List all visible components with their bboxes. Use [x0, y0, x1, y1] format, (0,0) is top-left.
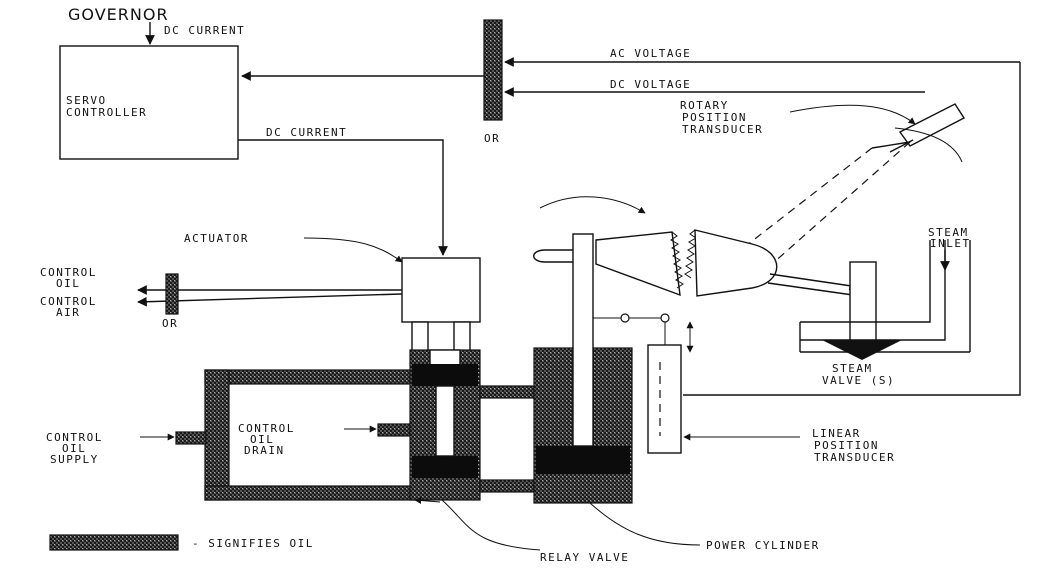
steam-valve-stem	[849, 261, 877, 345]
linkage-pivot-right	[660, 313, 670, 323]
steam-valve-label-1: STEAM	[832, 362, 873, 375]
dc-voltage-label: DC VOLTAGE	[610, 78, 691, 91]
valve-arm-top	[769, 273, 866, 289]
rotary-label-3: TRANSDUCER	[682, 123, 763, 136]
linear-linkage	[593, 317, 666, 345]
oil-supply-label-3: SUPPLY	[50, 453, 99, 466]
rotary-label-1: ROTARY	[680, 99, 729, 112]
power-cylinder-label: POWER CYLINDER	[706, 539, 820, 552]
ac-voltage-label: AC VOLTAGE	[610, 47, 691, 60]
linkage-cap	[871, 141, 911, 149]
cam-sector	[694, 229, 778, 297]
rotary-label-2: POSITION	[682, 111, 747, 124]
steam-valve-plug	[822, 340, 902, 360]
actuator-stem-right	[453, 321, 471, 353]
or-top-label: OR	[484, 132, 500, 145]
oil-supply-label-2: OIL	[62, 442, 86, 455]
linear-label-3: TRANSDUCER	[814, 451, 895, 464]
linkage-dashed-left	[737, 147, 873, 253]
manifold-bottom	[204, 485, 416, 501]
linear-transducer-body	[647, 344, 682, 454]
relay-spool-bottom	[412, 456, 478, 478]
relay-spool-rod	[435, 385, 455, 457]
rotary-transducer-head	[898, 103, 966, 147]
rotary-swing-arc	[894, 127, 963, 163]
linear-feedback-line	[683, 62, 1021, 396]
actuator-pointer	[303, 237, 403, 263]
relay-valve-leader	[441, 499, 541, 551]
steam-inlet-label-2: INLET	[930, 237, 971, 250]
gear-lever	[595, 231, 681, 297]
passage-top	[479, 385, 537, 399]
oil-supply-label-1: CONTROL	[46, 431, 103, 444]
inlet-or-block	[165, 273, 179, 315]
gear-teeth-left	[670, 231, 684, 289]
oil-legend-swatch	[49, 534, 179, 551]
passage-bottom	[479, 479, 537, 493]
lever-left-end	[533, 249, 576, 263]
oil-drain-label-1: CONTROL	[238, 422, 295, 435]
or-bottom-label: OR	[162, 317, 178, 330]
oil-drain-label-3: DRAIN	[244, 444, 285, 457]
rotation-arrow	[539, 196, 646, 214]
manifold-left	[204, 369, 230, 501]
control-air-line	[137, 293, 403, 307]
relay-valve-port	[429, 349, 461, 366]
manifold-top	[204, 369, 416, 385]
dc-current-in-label: DC CURRENT	[164, 24, 245, 37]
steam-inlet-label-1: STEAM	[928, 226, 969, 239]
rotary-pointer	[789, 104, 916, 125]
steam-valve-label-2: VALVE (S)	[822, 374, 895, 387]
or-signal-block	[483, 19, 503, 121]
linkage-pivot-left	[620, 313, 630, 323]
oil-supply-stub	[175, 431, 207, 445]
relay-valve-leader-arrow	[414, 497, 441, 504]
legend-label: - SIGNIFIES OIL	[192, 537, 314, 550]
governor-label: GOVERNOR	[68, 5, 169, 24]
relay-valve-label: RELAY VALVE	[540, 551, 629, 564]
piston-rod	[572, 233, 594, 447]
actuator-label: ACTUATOR	[184, 232, 249, 245]
relay-spool-top	[412, 364, 478, 386]
oil-drain-stub	[377, 423, 411, 437]
oil-drain-label-2: OIL	[250, 433, 274, 446]
linear-label-1: LINEAR	[812, 427, 861, 440]
servo-controller-box	[59, 45, 239, 160]
actuator-stem-left	[411, 321, 429, 353]
servo-controller-label-2: CONTROLLER	[66, 106, 147, 119]
valve-arm-bottom	[767, 282, 861, 297]
power-cylinder-leader	[589, 502, 701, 546]
linear-label-2: POSITION	[814, 439, 879, 452]
power-piston	[536, 446, 630, 474]
servo-controller-label-1: SERVO	[66, 94, 107, 107]
dc-current-out-label: DC CURRENT	[266, 126, 347, 139]
dc-current-out-line	[238, 139, 448, 256]
control-air-label-2: AIR	[56, 306, 80, 319]
actuator-box	[401, 257, 481, 323]
control-air-label-1: CONTROL	[40, 295, 97, 308]
control-oil-label-1: CONTROL	[40, 266, 97, 279]
control-oil-label-2: OIL	[56, 277, 80, 290]
linkage-dashed-right	[771, 141, 911, 265]
gear-teeth-right	[684, 229, 697, 279]
